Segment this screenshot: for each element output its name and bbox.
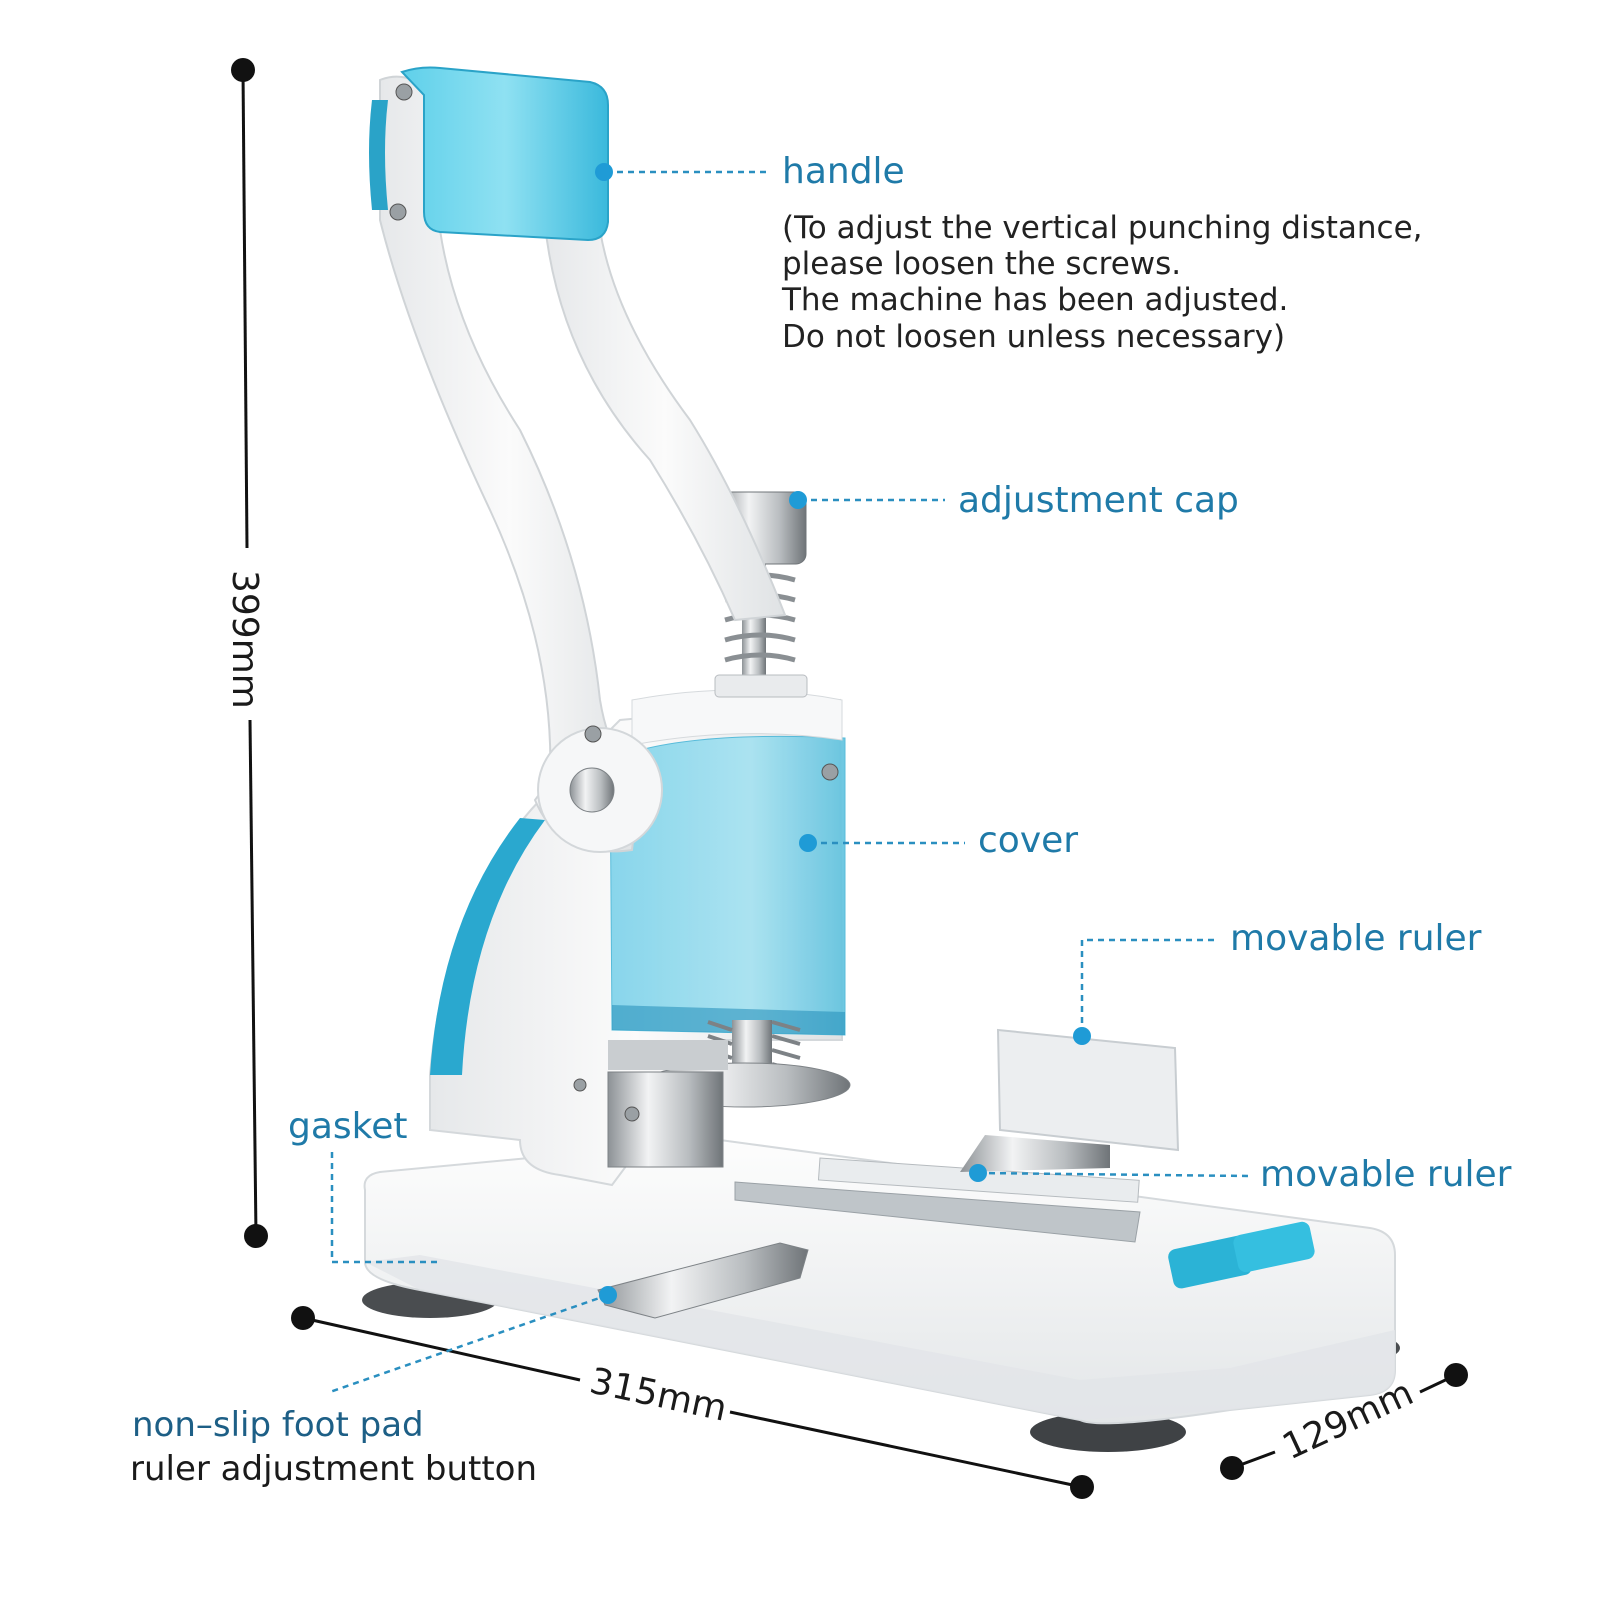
dimension-height: 399mm (224, 58, 268, 1248)
screw-1 (395, 83, 413, 101)
handle-arm-back[interactable] (543, 223, 787, 622)
label-movable-ruler-top: movable ruler (1230, 918, 1482, 959)
handle-note-line-3: The machine has been adjusted. (781, 282, 1288, 318)
screw-3 (584, 725, 602, 743)
dim-height-label: 399mm (224, 570, 265, 709)
screw-6 (573, 1078, 587, 1092)
dim-width-left-dot (1220, 1456, 1244, 1480)
column-blue-trim (430, 818, 545, 1075)
foot-pad-front (1030, 1412, 1186, 1452)
callout-dots (595, 163, 1091, 1304)
dim-length-left-dot (291, 1306, 315, 1330)
screw-5 (624, 1106, 640, 1122)
ruler-adjustment-button-1[interactable] (1167, 1234, 1254, 1290)
handle-note-line-1: (To adjust the vertical punching distanc… (782, 210, 1423, 246)
dim-length-label: 315mm (586, 1361, 730, 1430)
label-gasket: gasket (288, 1106, 408, 1147)
movable-ruler-bar[interactable] (960, 1135, 1110, 1172)
label-ruler-adjustment-button: ruler adjustment button (130, 1449, 537, 1489)
dim-height-bottom-dot (244, 1224, 268, 1248)
ruler-slot (734, 1181, 1141, 1243)
screw-4 (821, 763, 839, 781)
dim-height-top-dot (231, 58, 255, 82)
dim-width-right-dot (1444, 1363, 1468, 1387)
movable-ruler-top-dot (1073, 1027, 1091, 1045)
handle-note-line-4: Do not loosen unless necessary) (782, 319, 1285, 355)
handle-grip[interactable] (400, 66, 609, 242)
foot-pad-dot (599, 1286, 617, 1304)
label-cover: cover (978, 820, 1078, 861)
gasket-block (607, 1071, 724, 1168)
adjustment-cap-dot (789, 491, 807, 509)
handle-note-line-2: please loosen the screws. (782, 246, 1181, 282)
label-movable-ruler-bottom: movable ruler (1260, 1154, 1512, 1195)
ruler-adjustment-button-2[interactable] (1232, 1220, 1316, 1273)
cover-dot (799, 834, 817, 852)
label-handle: handle (782, 151, 905, 192)
movable-ruler-bottom-dot (969, 1164, 987, 1182)
label-non-slip-foot-pad: non–slip foot pad (132, 1405, 424, 1445)
pivot-screw (569, 767, 615, 813)
label-adjustment-cap: adjustment cap (958, 480, 1239, 521)
screw-2 (389, 203, 407, 221)
hole-punch-machine (362, 66, 1400, 1452)
callout-leaders (329, 170, 1249, 1394)
movable-ruler-front[interactable] (597, 1242, 809, 1319)
movable-ruler-plate[interactable] (996, 1028, 1180, 1152)
dim-length-right-dot (1070, 1475, 1094, 1499)
handle-dot (595, 163, 613, 181)
